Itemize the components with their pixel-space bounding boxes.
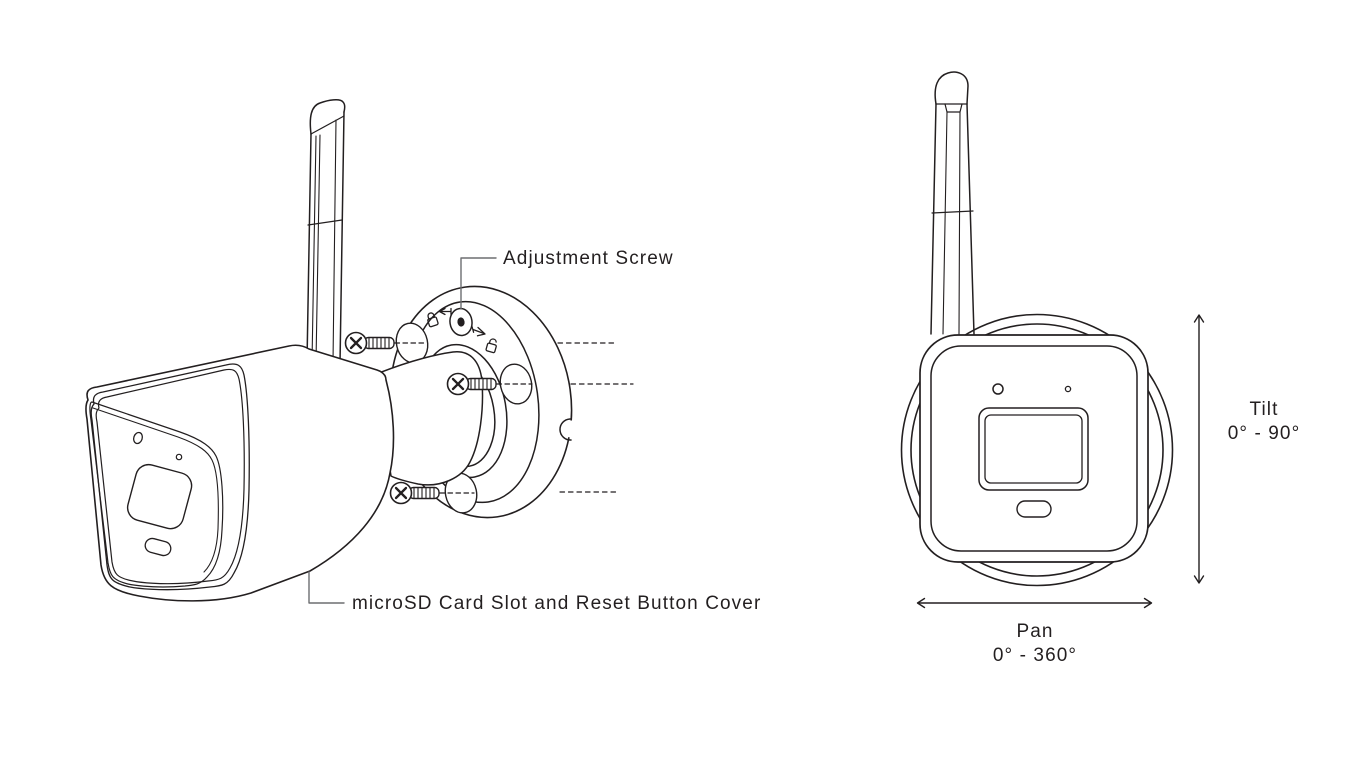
lens-window: [978, 407, 1089, 491]
mount-ring: [900, 313, 1174, 587]
pan-arrow: [916, 597, 1153, 609]
lock-closed-icon: [427, 312, 439, 328]
ir-led: [992, 383, 1004, 395]
leader-adjustment-screw: [460, 257, 497, 310]
pan-annotation: Pan 0° - 360°: [965, 620, 1105, 668]
alignment-dashed-lines: [557, 342, 634, 493]
antenna-front: [930, 71, 975, 335]
mount-screws: [344, 331, 533, 505]
lens-window-inner: [984, 414, 1083, 484]
adjustment-screw-label: Adjustment Screw: [503, 248, 674, 269]
camera-body-side: [85, 344, 395, 602]
status-pill: [1016, 500, 1052, 518]
bullet-camera-side-view: [85, 99, 634, 604]
lock-open-icon: [485, 338, 497, 354]
camera-front-view: [900, 71, 1205, 609]
microsd-label: microSD Card Slot and Reset Button Cover: [352, 593, 762, 614]
lens-window: [126, 463, 193, 530]
mic-hole: [1064, 385, 1072, 393]
rotate-unlock-arrow-icon: [471, 325, 486, 337]
tilt-label: Tilt: [1249, 399, 1279, 420]
rotate-lock-arrow-icon: [438, 307, 452, 316]
tilt-arrow: [1193, 314, 1205, 584]
tilt-annotation: Tilt 0° - 90°: [1194, 398, 1334, 446]
camera-face-front: [919, 334, 1149, 563]
status-pill: [144, 537, 172, 557]
pan-range: 0° - 360°: [992, 645, 1078, 666]
pan-label: Pan: [1016, 621, 1054, 642]
mic-hole: [175, 453, 183, 461]
tilt-range: 0° - 90°: [1227, 423, 1301, 444]
adjustment-screw: [449, 307, 473, 337]
leader-microsd: [308, 571, 345, 604]
ir-led: [132, 431, 144, 445]
antenna-side: [306, 99, 346, 365]
plate-notch-mask: [562, 420, 580, 438]
mount-arm: [378, 351, 484, 486]
plate-notch: [559, 418, 572, 441]
